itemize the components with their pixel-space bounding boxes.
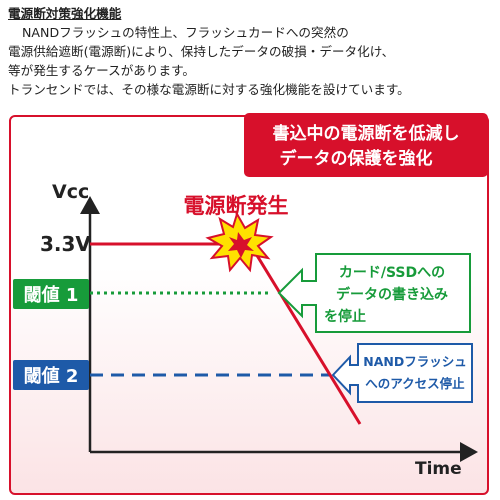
x-axis-arrow	[460, 442, 478, 462]
y-axis-arrow	[80, 196, 100, 214]
threshold1-callout-line-3: を停止	[324, 308, 366, 325]
threshold1-callout-shape	[277, 253, 471, 333]
threshold1-box	[13, 279, 89, 309]
intro-line-4: トランセンドでは、その様な電源断に対する強化機能を設けています。	[8, 82, 410, 97]
threshold2-tag: 閾値 2	[13, 360, 89, 390]
banner-line-2: データの保護を強化	[280, 148, 433, 169]
burst-core-icon	[228, 232, 254, 258]
threshold1-callout-line-1: カード/SSDへの	[339, 265, 445, 281]
banner-line-1: 書込中の電源断を低減し	[273, 123, 460, 144]
threshold1-tag: 閾値 1	[13, 279, 89, 309]
threshold1-callout-line-2: データの書き込み	[336, 286, 448, 303]
power-loss-label: 電源断発生	[184, 194, 289, 218]
intro-line-1: NANDフラッシュの特性上、フラッシュカードへの突然の	[22, 25, 349, 40]
threshold2-callout-line-2: へのアクセス停止	[365, 376, 465, 391]
threshold2-callout-line-1: NANDフラッシュ	[363, 354, 466, 369]
intro-text: 電源断対策強化機能 NANDフラッシュの特性上、フラッシュカードへの突然の 電源…	[8, 4, 492, 99]
threshold2-callout: NANDフラッシュ へのアクセス停止	[331, 343, 473, 403]
banner: 書込中の電源断を低減し データの保護を強化	[244, 113, 488, 177]
intro-heading: 電源断対策強化機能	[8, 6, 122, 21]
banner-box	[244, 113, 488, 177]
threshold1-callout: カード/SSDへの データの書き込み を停止	[277, 253, 471, 333]
intro-line-2: 電源供給遮断(電源断)により、保持したデータの破損・データ化け、	[8, 44, 395, 59]
x-axis-label: Time	[415, 459, 462, 479]
intro-line-3: 等が発生するケースがあります。	[8, 63, 196, 78]
threshold2-label: 閾値 2	[24, 365, 79, 387]
threshold2-box	[13, 360, 89, 390]
threshold2-callout-shape	[331, 343, 473, 403]
y-axis-label: Vcc	[52, 181, 89, 203]
threshold1-label: 閾値 1	[24, 284, 79, 306]
voltage-label: 3.3V	[40, 232, 91, 256]
power-loss-marker: 電源断発生	[184, 194, 289, 273]
